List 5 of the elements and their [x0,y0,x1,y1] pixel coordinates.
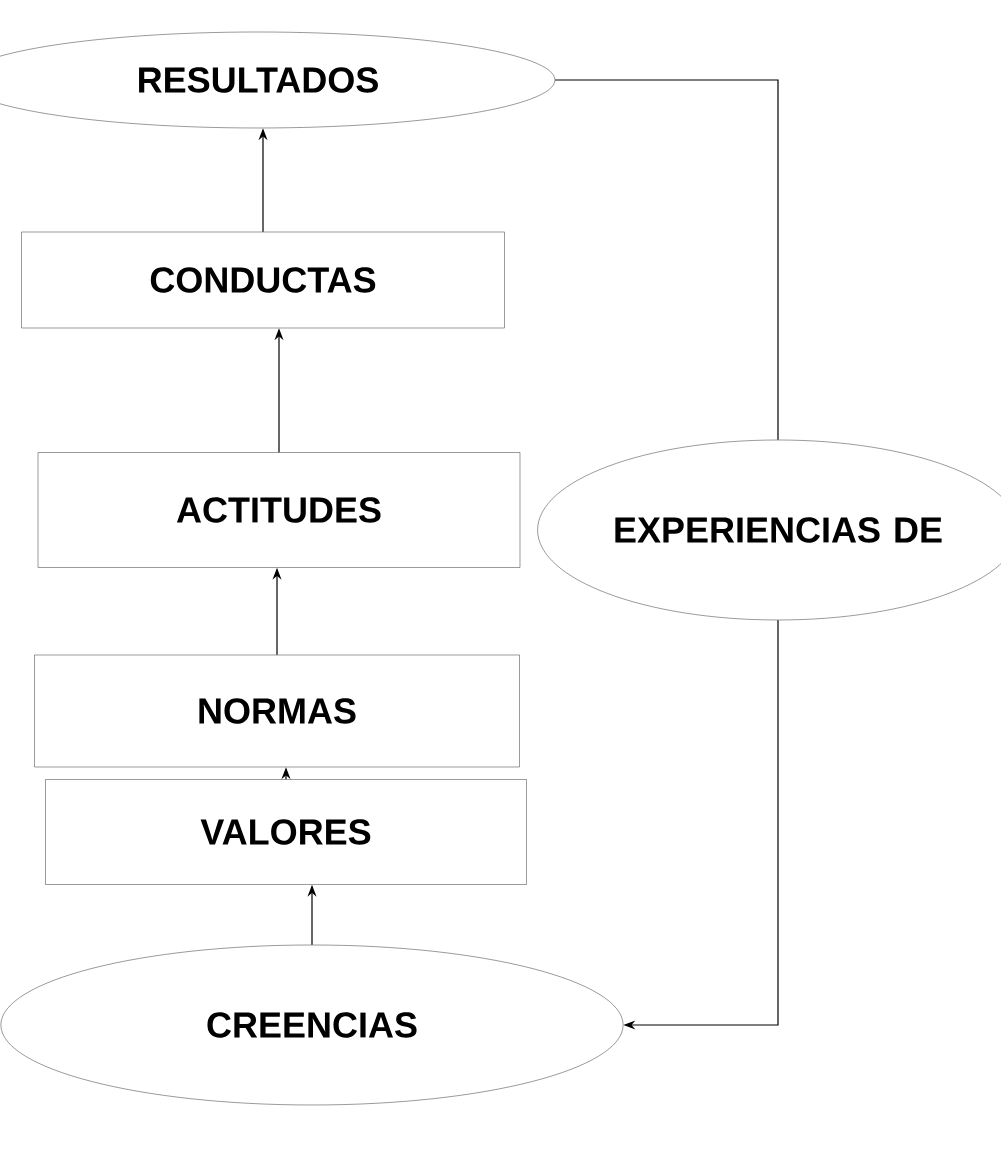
process-box: VALORES [45,779,527,885]
process-box: NORMAS [34,654,520,768]
process-box: CONDUCTAS [21,231,505,329]
ellipse-node: CREENCIAS [0,944,624,1106]
process-box: ACTITUDES [37,452,521,568]
